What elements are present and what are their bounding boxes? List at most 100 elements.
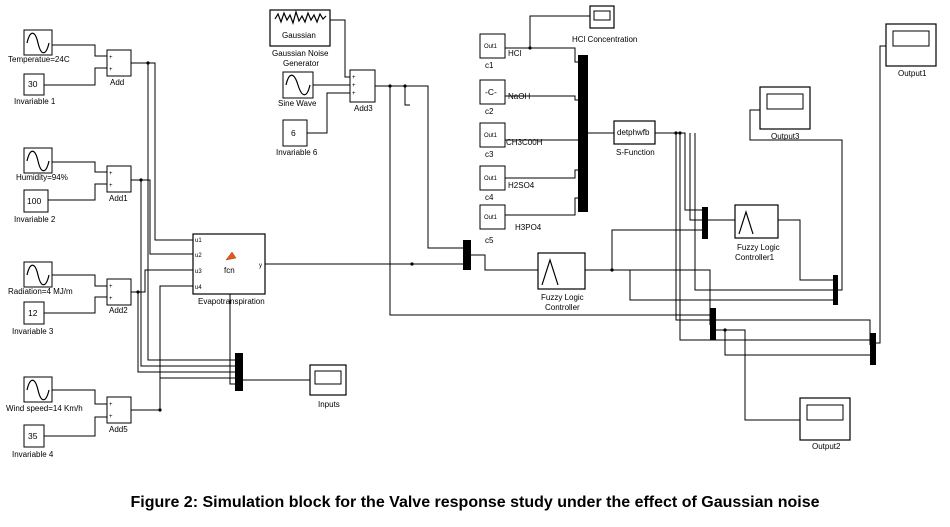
output3-scope[interactable]: Output3	[759, 86, 811, 141]
adder-add1[interactable]: + + Add1	[106, 165, 132, 203]
figure-caption: Figure 2: Simulation block for the Valve…	[130, 494, 820, 511]
output3-label: Output3	[771, 132, 800, 141]
sine-source-humidity[interactable]: Humidity=94%	[16, 147, 68, 182]
constant-value: 100	[27, 196, 41, 206]
constant-invariable-3[interactable]: 12 Invariable 3	[12, 301, 54, 336]
port-u4: u4	[195, 285, 202, 291]
constant-value: 12	[28, 308, 38, 318]
chem-label: c5	[485, 236, 494, 245]
chem-label: c1	[485, 61, 494, 70]
sine-wave-icon	[26, 150, 50, 172]
plus-sign: +	[109, 67, 113, 73]
plus-sign: +	[352, 83, 356, 89]
chem-constant-c2[interactable]: -C- c2 NaOH	[479, 79, 530, 116]
sine-source-temperature[interactable]: Temperatue=24C	[8, 29, 70, 64]
adder-add[interactable]: + + Add	[106, 49, 132, 87]
output1-mux[interactable]	[870, 333, 876, 365]
chem-block-text: Out1	[484, 215, 498, 221]
adder-label: Add5	[109, 425, 128, 434]
output2-label: Output2	[812, 442, 841, 451]
chem-constant-c1[interactable]: Out1 c1 HCl	[479, 33, 522, 70]
chem-block-text: -C-	[485, 87, 497, 97]
constant-invariable-4[interactable]: 35 Invariable 4	[12, 424, 54, 459]
gaussian-label-line1: Gaussian Noise	[272, 49, 329, 58]
inputs-scope[interactable]: Inputs	[309, 364, 347, 409]
fuzzy1-label-line1: Fuzzy Logic	[737, 243, 780, 252]
port-u2: u2	[195, 253, 202, 259]
constant-invariable-1[interactable]: 30 Invariable 1	[14, 73, 56, 106]
port-u1: u1	[195, 238, 202, 244]
output2-mux[interactable]	[710, 308, 716, 340]
membership-function-icon	[541, 258, 559, 286]
membership-function-icon	[738, 210, 754, 235]
fcn-label: fcn	[224, 266, 235, 275]
evapo-label: Evapotranspiration	[198, 297, 265, 306]
chem-mux[interactable]	[578, 55, 588, 212]
matlab-icon	[225, 251, 237, 261]
noise-mux[interactable]	[463, 240, 471, 270]
plus-sign: +	[352, 75, 356, 81]
sine-wave-icon	[26, 264, 50, 286]
plus-sign: +	[109, 55, 113, 61]
sine-source-sine-wave[interactable]: Sine Wave	[278, 71, 317, 108]
constant-label: Invariable 1	[14, 97, 56, 106]
fuzzy-logic-controller[interactable]: Fuzzy Logic Controller	[537, 252, 586, 312]
fuzzy1-mux[interactable]	[702, 207, 708, 239]
plus-sign: +	[109, 171, 113, 177]
fuzzy1-label-line2: Controller1	[735, 253, 775, 262]
adder-add5[interactable]: + + Add5	[106, 396, 132, 434]
fuzzy-logic-controller1[interactable]: Fuzzy Logic Controller1	[734, 204, 780, 262]
output3-mux[interactable]	[833, 275, 838, 305]
inputs-mux[interactable]	[235, 353, 243, 391]
constant-invariable-2[interactable]: 100 Invariable 2	[14, 189, 56, 224]
chem-constant-c5[interactable]: Out1 c5 H3PO4	[479, 204, 542, 245]
sine-source-radiation[interactable]: Radiation=4 MJ/m	[8, 261, 73, 296]
constant-label: Invariable 4	[12, 450, 54, 459]
constant-value: 6	[291, 128, 296, 138]
chem-block-text: Out1	[484, 133, 498, 139]
chem-constant-c3[interactable]: Out1 c3 CH3C00H	[479, 122, 543, 159]
constant-invariable-6[interactable]: 6 Invariable 6	[276, 119, 318, 157]
gaussian-block-text: Gaussian	[282, 31, 316, 40]
constant-label: Invariable 2	[14, 215, 56, 224]
gaussian-noise-generator[interactable]: Gaussian Gaussian Noise Generator	[269, 9, 331, 68]
plus-sign: +	[109, 414, 113, 420]
noise-icon	[274, 9, 327, 25]
plus-sign: +	[109, 296, 113, 302]
fuzzy-label-line2: Controller	[545, 303, 580, 312]
sine-source-wind-speed[interactable]: Wind speed=14 Km/h	[6, 376, 83, 413]
adder-add3[interactable]: + + + Add3	[349, 69, 376, 113]
constant-value: 30	[28, 79, 38, 89]
evapotranspiration-block[interactable]: u1 u2 u3 u4 fcn y Evapotranspiration	[192, 233, 266, 306]
chem-block-text: Out1	[484, 176, 498, 182]
adder-add2[interactable]: + + Add2	[106, 278, 132, 315]
output1-scope[interactable]: Output1	[885, 23, 937, 78]
chem-label: c3	[485, 150, 494, 159]
hcl-concentration-label: HCl Concentration	[572, 35, 637, 44]
sine-wave-label: Sine Wave	[278, 99, 317, 108]
humidity-label: Humidity=94%	[16, 173, 68, 182]
output1-label: Output1	[898, 69, 927, 78]
plus-sign: +	[109, 402, 113, 408]
adder-label: Add	[110, 78, 124, 87]
adder-label: Add3	[354, 104, 373, 113]
constant-value: 35	[28, 431, 38, 441]
port-u3: u3	[195, 269, 202, 275]
hcl-concentration-scope[interactable]: HCl Concentration	[572, 5, 637, 44]
plus-sign: +	[352, 91, 356, 97]
wind-speed-label: Wind speed=14 Km/h	[6, 404, 83, 413]
sine-wave-icon	[285, 74, 311, 96]
constant-label: Invariable 3	[12, 327, 54, 336]
adder-label: Add1	[109, 194, 128, 203]
chem-block-text: Out1	[484, 44, 498, 50]
constant-label: Invariable 6	[276, 148, 318, 157]
port-y: y	[259, 263, 262, 269]
chem-signal: H3PO4	[515, 223, 542, 232]
chem-signal: H2SO4	[508, 181, 535, 190]
signal-wires	[44, 15, 886, 437]
s-function-block[interactable]: detphwfb S-Function	[613, 120, 656, 157]
chem-constant-c4[interactable]: Out1 c4 H2SO4	[479, 165, 535, 202]
chem-signal: CH3C00H	[506, 138, 543, 147]
output2-scope[interactable]: Output2	[799, 397, 851, 451]
